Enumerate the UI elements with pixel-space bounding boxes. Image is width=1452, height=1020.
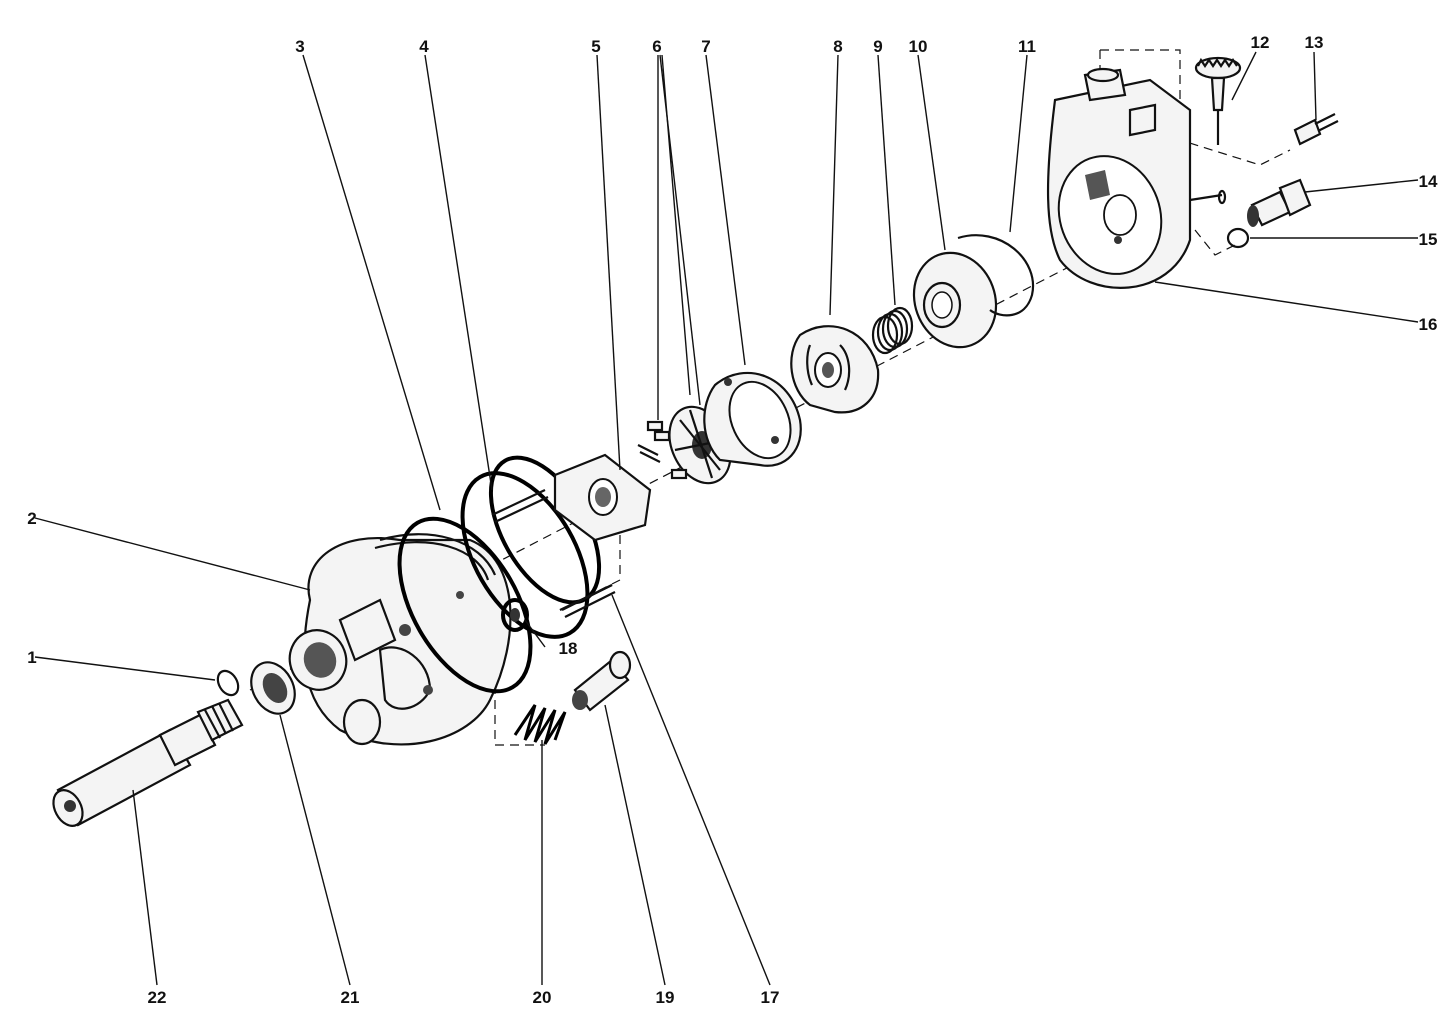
callout-label-8: 8 xyxy=(833,37,842,56)
callout-label-7: 7 xyxy=(701,37,710,56)
callout-label-22: 22 xyxy=(148,988,167,1007)
flow-control-spring xyxy=(513,704,567,745)
callout-label-2: 2 xyxy=(27,509,36,528)
drive-shaft xyxy=(52,698,244,827)
callout-label-14: 14 xyxy=(1419,172,1438,191)
pressure-plate xyxy=(790,325,880,414)
filler-cap-dipstick xyxy=(1194,56,1242,145)
callout-label-17: 17 xyxy=(761,988,780,1007)
retaining-ring xyxy=(957,234,1035,317)
union-fitting xyxy=(1247,178,1312,227)
pump-ring xyxy=(703,371,802,467)
reservoir xyxy=(1046,67,1227,289)
callout-label-16: 16 xyxy=(1419,315,1438,334)
callout-label-3: 3 xyxy=(295,37,304,56)
callout-label-10: 10 xyxy=(909,37,928,56)
pressure-plate-spring xyxy=(871,306,914,355)
shaft-seal xyxy=(250,661,296,715)
snap-ring xyxy=(216,669,240,697)
small-seal xyxy=(501,598,529,632)
pump-housing xyxy=(288,533,512,746)
callout-label-9: 9 xyxy=(873,37,882,56)
callout-label-19: 19 xyxy=(656,988,675,1007)
fitting-o-ring xyxy=(1226,227,1250,249)
mounting-stud xyxy=(1293,113,1339,146)
callout-label-20: 20 xyxy=(533,988,552,1007)
callout-label-21: 21 xyxy=(341,988,360,1007)
callout-labels: 1 2 3 4 5 6 7 8 9 10 11 12 13 14 15 16 1… xyxy=(27,33,1438,1007)
callout-label-5: 5 xyxy=(591,37,600,56)
housing-o-ring xyxy=(397,516,533,694)
thrust-plate xyxy=(553,453,652,542)
leader-lines xyxy=(34,51,1419,986)
callout-label-13: 13 xyxy=(1305,33,1324,52)
callout-label-15: 15 xyxy=(1419,230,1438,249)
callout-label-12: 12 xyxy=(1251,33,1270,52)
callout-label-11: 11 xyxy=(1018,37,1036,56)
callout-label-4: 4 xyxy=(419,37,429,56)
callout-label-6: 6 xyxy=(652,37,661,56)
callout-label-1: 1 xyxy=(27,648,36,667)
flow-control-valve xyxy=(572,650,632,712)
end-plate xyxy=(912,251,998,349)
callout-label-18: 18 xyxy=(559,639,578,658)
pin xyxy=(559,584,613,611)
